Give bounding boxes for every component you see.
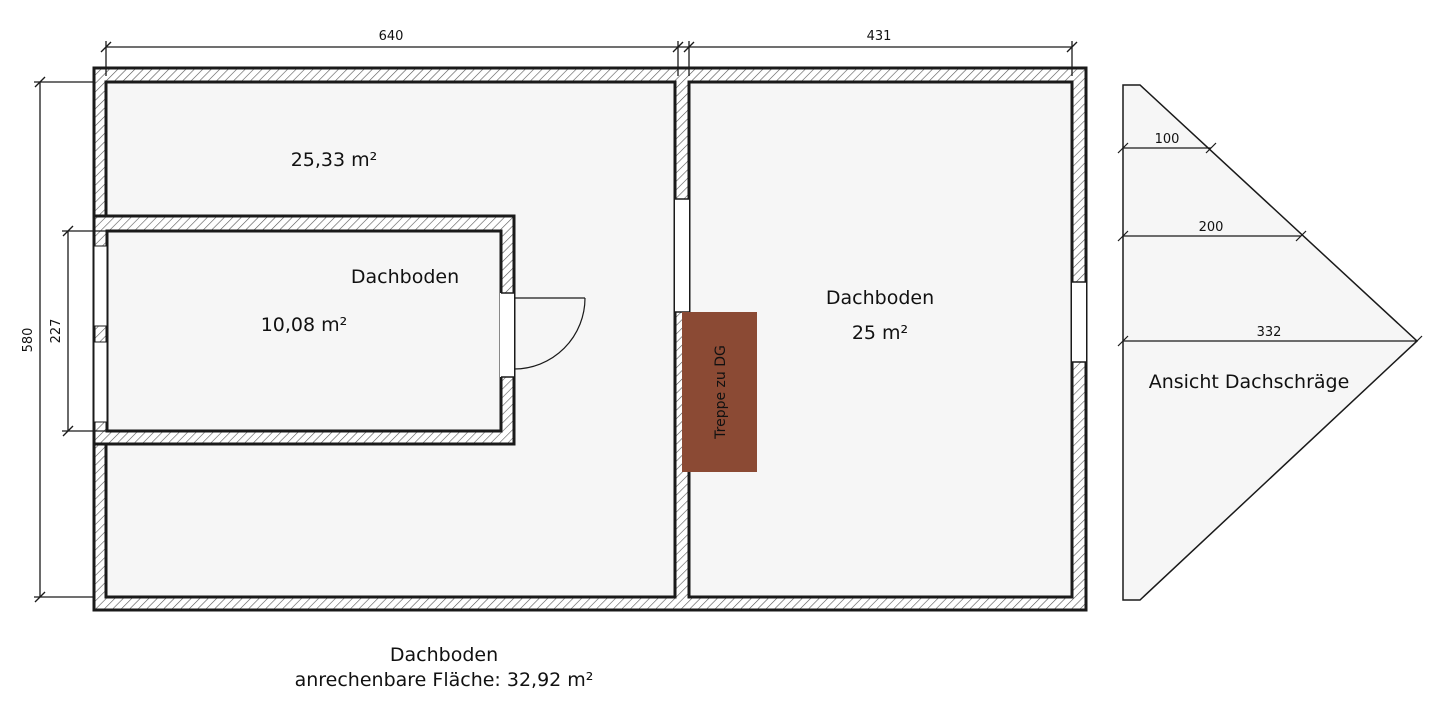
inner-room-windows <box>93 245 108 423</box>
roof-measure-332: 332 <box>1257 325 1282 340</box>
stair-block <box>682 312 757 472</box>
caption-line-1: Dachboden <box>390 644 498 666</box>
stair-label: Treppe zu DG <box>713 345 729 440</box>
room-right-area: 25 m² <box>852 322 908 344</box>
wall-openings <box>675 198 1086 363</box>
caption-line-2: anrechenbare Fläche: 32,92 m² <box>295 669 594 691</box>
roof-slope-shape <box>1122 84 1419 601</box>
roof-slope-title: Ansicht Dachschräge <box>1149 371 1350 393</box>
roof-measure-100: 100 <box>1155 132 1180 147</box>
room-inner <box>105 229 503 433</box>
dim-left-total: 580 <box>21 328 36 353</box>
room-inner-name: Dachboden <box>351 266 459 288</box>
roof-slope-view: 100 200 332 Ansicht Dachschräge <box>1117 84 1423 601</box>
dim-top-right: 431 <box>867 29 892 44</box>
room-inner-area: 10,08 m² <box>261 314 348 336</box>
inner-room-door <box>500 292 586 378</box>
dim-left-inner: 227 <box>49 319 64 344</box>
room-right-name: Dachboden <box>826 287 934 309</box>
dimension-top <box>100 41 1078 76</box>
dimension-left <box>34 76 107 603</box>
room-left-area: 25,33 m² <box>291 149 378 171</box>
dim-top-left: 640 <box>379 29 404 44</box>
roof-measure-200: 200 <box>1199 220 1224 235</box>
